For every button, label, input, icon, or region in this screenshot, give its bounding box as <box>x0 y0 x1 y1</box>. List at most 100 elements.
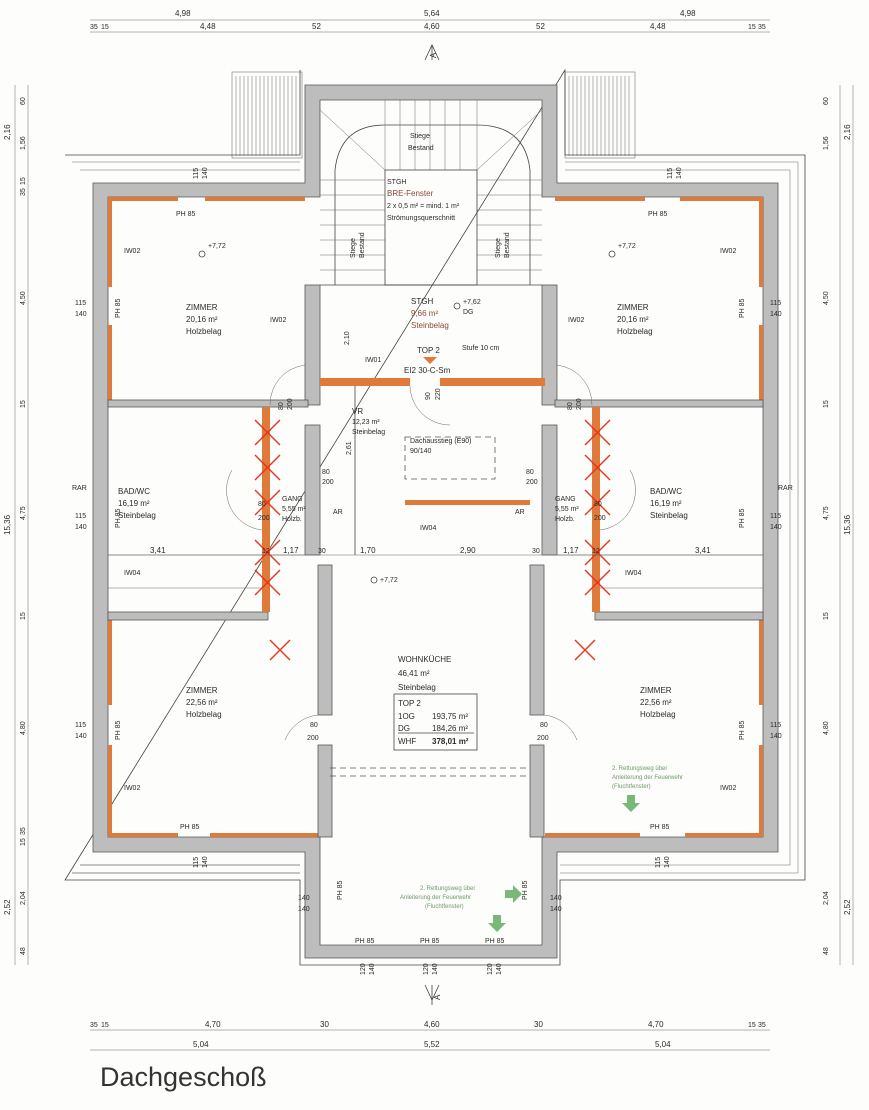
plan-graphic <box>330 767 530 777</box>
plan-label: 80 <box>322 469 330 476</box>
plan-graphic <box>541 284 558 406</box>
plan-label: 30 <box>320 1020 329 1029</box>
plan-label: Steinbelag <box>352 429 385 436</box>
plan-label: 80 <box>278 402 285 410</box>
plan-graphic <box>226 469 263 531</box>
plan-label: 22,56 m² <box>186 698 218 707</box>
plan-label: 52 <box>536 22 545 31</box>
plan-label: PH 85 <box>337 880 344 900</box>
plan-label: 80 <box>310 722 318 729</box>
plan-label: IW04 <box>124 570 140 577</box>
plan-label: 115 <box>770 513 781 520</box>
plan-graphic <box>555 197 645 201</box>
plan-label: PH 85 <box>176 211 196 218</box>
plan-label: 15 <box>20 612 27 620</box>
plan-label: 4,80 <box>823 721 830 735</box>
plan-label: 15,36 <box>843 514 852 535</box>
plan-label: (Fluchtfenster) <box>425 904 464 910</box>
plan-label: 4,50 <box>20 291 27 305</box>
staircase <box>319 100 543 480</box>
plan-graphic <box>759 620 763 705</box>
plan-label: 15 <box>20 838 27 846</box>
dimensions-bottom: 35 15 4,70 30 4,60 30 4,70 15 35 5,04 5,… <box>90 1020 766 1049</box>
plan-label: 52 <box>312 22 321 31</box>
plan-label: 120 <box>487 963 494 975</box>
plan-label: 184,26 m² <box>432 724 468 733</box>
plan-graphic <box>405 500 530 505</box>
plan-graphic <box>622 795 640 812</box>
plan-graphic <box>393 693 478 751</box>
plan-label: 30 <box>318 548 326 555</box>
plan-graphic <box>254 419 291 661</box>
plan-label: AR <box>333 509 343 516</box>
plan-graphic <box>685 833 763 837</box>
plan-graphic <box>320 378 410 386</box>
plan-label: Holzbelag <box>186 327 222 336</box>
plan-label: 2,04 <box>20 891 27 905</box>
plan-label: ZIMMER <box>186 686 218 695</box>
plan-label: 35 <box>758 24 766 31</box>
plan-label: 4,98 <box>680 9 696 18</box>
plan-label: 140 <box>550 906 562 913</box>
plan-label: 140 <box>770 524 782 531</box>
plan-label: PH 85 <box>485 938 505 945</box>
plan-label: AR <box>515 509 525 516</box>
plan-graphic <box>317 564 333 716</box>
plan-graphic <box>210 833 318 837</box>
plan-graphic <box>304 284 321 406</box>
plan-graphic <box>529 744 545 838</box>
plan-label: 2,52 <box>843 899 852 915</box>
plan-label: 4,50 <box>823 291 830 305</box>
plan-label: 140 <box>298 895 310 902</box>
plan-label: 378,01 m² <box>432 737 469 746</box>
plan-label: Bestand <box>504 232 511 258</box>
plan-label: Holzb. <box>282 516 302 523</box>
plan-label: 80 <box>540 722 548 729</box>
plan-label: 16,19 m² <box>118 499 150 508</box>
plan-graphic <box>334 124 531 285</box>
plan-graphic <box>680 197 763 201</box>
plan-graphic <box>370 576 378 584</box>
interior-walls <box>107 284 764 838</box>
plan-label: Strömungsquerschnitt <box>387 215 455 222</box>
plan-label: BAD/WC <box>118 487 150 496</box>
plan-label: 1,17 <box>563 546 579 555</box>
plan-label: 15,36 <box>3 514 12 535</box>
plan-label: 1,70 <box>360 546 376 555</box>
dimensions-left: 2,16 15,36 2,52 60 1,56 15 35 4,50 15 4,… <box>3 97 27 955</box>
plan-label: Holzb. <box>555 516 575 523</box>
plan-label: 200 <box>526 479 538 486</box>
plan-label: 115 <box>193 168 200 179</box>
plan-label: 2,61 <box>346 441 353 455</box>
plan-label: 80 <box>258 501 266 508</box>
plan-label: 115 <box>75 300 86 307</box>
plan-label: Stufe 10 cm <box>462 345 500 352</box>
plan-label: 20,16 m² <box>186 315 218 324</box>
plan-label: +7,72 <box>618 243 636 250</box>
plan-label: 3,41 <box>150 546 166 555</box>
plan-label: 4,75 <box>823 506 830 520</box>
plan-label: 115 <box>667 168 674 179</box>
plan-label: IW04 <box>420 525 436 532</box>
plan-graphic <box>108 620 112 705</box>
plan-label: 80 <box>594 501 602 508</box>
plan-label: 20,16 m² <box>617 315 649 324</box>
plan-label: IW02 <box>124 785 140 792</box>
plan-label: 140 <box>75 524 87 531</box>
plan-label: 2,16 <box>3 124 12 140</box>
plan-label: 4,48 <box>200 22 216 31</box>
plan-label: +7,72 <box>208 243 226 250</box>
plan-label: 15 <box>101 24 109 31</box>
plan-label: PH 85 <box>420 938 440 945</box>
plan-label: 15 <box>748 1022 756 1029</box>
plan-label: 12,23 m² <box>352 419 380 426</box>
plan-graphic <box>440 378 545 386</box>
plan-graphic <box>608 250 616 258</box>
